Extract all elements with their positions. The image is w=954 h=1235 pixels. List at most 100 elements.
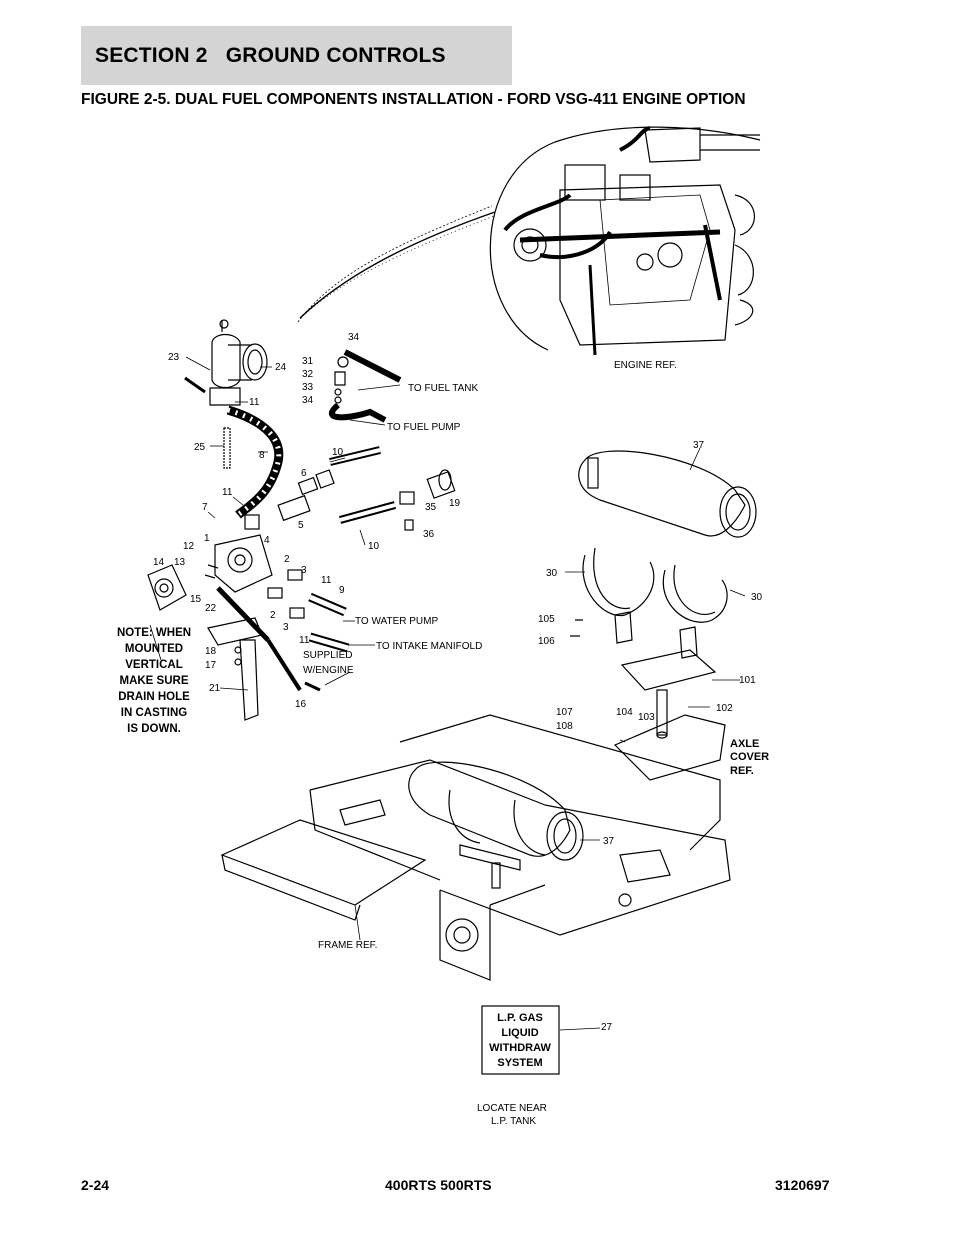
- part-number: 107: [556, 707, 573, 718]
- part-number: 11: [299, 635, 310, 646]
- decal-box-27: [481, 1005, 560, 1075]
- part-number: 36: [423, 529, 435, 540]
- axle-label-1: AXLE: [730, 738, 759, 750]
- part-number: 15: [190, 594, 202, 605]
- svg-text:WITHDRAW: WITHDRAW: [489, 1042, 551, 1054]
- svg-text:L.P. GAS: L.P. GAS: [497, 1012, 543, 1024]
- part-number: 14: [153, 557, 165, 568]
- figure-title: FIGURE 2-5. DUAL FUEL COMPONENTS INSTALL…: [81, 91, 746, 108]
- part-number: 21: [209, 683, 221, 694]
- part-number: 3: [283, 622, 289, 633]
- svg-text:MOUNTED: MOUNTED: [125, 643, 183, 655]
- part-number: 8: [259, 450, 265, 461]
- drain-hole-note: NOTE: WHEN MOUNTED VERTICAL MAKE SURE DR…: [117, 627, 191, 735]
- svg-text:LIQUID: LIQUID: [501, 1027, 538, 1039]
- part-number: 13: [174, 557, 186, 568]
- part-number: 34: [348, 332, 360, 343]
- part-number: 25: [194, 442, 206, 453]
- part-number: 4: [264, 535, 270, 546]
- footer-doc-number: 3120697: [775, 1177, 830, 1193]
- part-number: 6: [301, 468, 307, 479]
- tank-37-upper: [578, 450, 757, 538]
- regulator-1: [204, 534, 302, 692]
- tank-37-installed: [408, 761, 584, 889]
- part-number: 2: [284, 554, 290, 565]
- filter-25: [223, 427, 231, 469]
- mount-plate-101: [570, 611, 717, 739]
- svg-text:IN CASTING: IN CASTING: [121, 707, 188, 719]
- supplied-label-1: SUPPLIED: [303, 650, 352, 661]
- part-number: 105: [538, 614, 555, 625]
- casting-14: [147, 564, 187, 611]
- svg-text:VERTICAL: VERTICAL: [125, 659, 183, 671]
- part-number: 19: [449, 498, 461, 509]
- part-number: 11: [321, 575, 332, 586]
- footer-model: 400RTS 500RTS: [385, 1177, 492, 1193]
- part-number: 101: [739, 675, 756, 686]
- part-number: 31: [302, 356, 314, 367]
- leader-lines: [149, 356, 746, 1031]
- part-number: 11: [249, 397, 260, 408]
- part-number: 35: [425, 502, 437, 513]
- part-number: 24: [275, 362, 287, 373]
- locate-near-label-1: LOCATE NEAR: [477, 1103, 547, 1114]
- part-number: 33: [302, 382, 314, 393]
- part-number: 9: [339, 585, 345, 596]
- engine-ref-label: ENGINE REF.: [614, 360, 677, 371]
- part-number: 2: [270, 610, 276, 621]
- to-fuel-tank-label: TO FUEL TANK: [408, 383, 479, 394]
- part-number: 3: [301, 565, 307, 576]
- part-number: 104: [616, 707, 633, 718]
- part-number: 30: [751, 592, 763, 603]
- svg-text:NOTE: WHEN: NOTE: WHEN: [117, 627, 191, 639]
- part-number: 102: [716, 703, 733, 714]
- part-number: 17: [205, 660, 217, 671]
- section-header: SECTION 2 GROUND CONTROLS: [81, 26, 512, 85]
- svg-text:DRAIN HOLE: DRAIN HOLE: [118, 691, 190, 703]
- svg-text:IS DOWN.: IS DOWN.: [127, 723, 181, 735]
- axle-label-3: REF.: [730, 765, 754, 777]
- part-number: 7: [202, 502, 208, 513]
- part-number: 12: [183, 541, 195, 552]
- part-number: 108: [556, 721, 573, 732]
- axle-label-2: COVER: [730, 751, 769, 763]
- straps-30: [582, 547, 728, 623]
- to-intake-manifold-label: TO INTAKE MANIFOLD: [376, 641, 482, 652]
- part-number: 34: [302, 395, 314, 406]
- to-water-pump-label: TO WATER PUMP: [355, 616, 438, 627]
- locate-near-label-2: L.P. TANK: [491, 1116, 536, 1127]
- fuel-lines: [328, 349, 402, 423]
- part-number: 18: [205, 646, 217, 657]
- part-number: 37: [603, 836, 615, 847]
- part-number: 106: [538, 636, 555, 647]
- part-number: 1: [204, 533, 210, 544]
- elbow-assembly: [184, 319, 268, 406]
- footer-page-number: 2-24: [81, 1177, 110, 1193]
- part-number: 30: [546, 568, 558, 579]
- engine-detail: [297, 126, 761, 356]
- part-number: 27: [601, 1022, 613, 1033]
- to-fuel-pump-label: TO FUEL PUMP: [387, 422, 461, 433]
- part-number: 16: [295, 699, 307, 710]
- section-title: SECTION 2 GROUND CONTROLS: [95, 43, 446, 67]
- part-number: 22: [205, 603, 217, 614]
- part-number: 10: [332, 447, 344, 458]
- part-numbers: 23 24 11 25 8 11 7 4 5 6 10 10 34 31 32 …: [153, 332, 763, 1033]
- fittings-6-10: [297, 446, 456, 531]
- part-number: 10: [368, 541, 380, 552]
- part-number: 23: [168, 352, 180, 363]
- part-number: 103: [638, 712, 655, 723]
- fuel-filter-5: [244, 494, 311, 530]
- frame-ref-label: FRAME REF.: [318, 940, 377, 951]
- svg-text:MAKE SURE: MAKE SURE: [119, 675, 188, 687]
- bracket-21: [207, 617, 263, 721]
- axle-cover: [613, 714, 726, 781]
- coolant-hoses: [267, 569, 350, 692]
- frame: [220, 714, 731, 981]
- svg-text:SYSTEM: SYSTEM: [497, 1057, 542, 1069]
- supplied-label-2: W/ENGINE: [303, 665, 354, 676]
- hose-8: [226, 405, 284, 519]
- part-number: 32: [302, 369, 314, 380]
- part-number: 37: [693, 440, 705, 451]
